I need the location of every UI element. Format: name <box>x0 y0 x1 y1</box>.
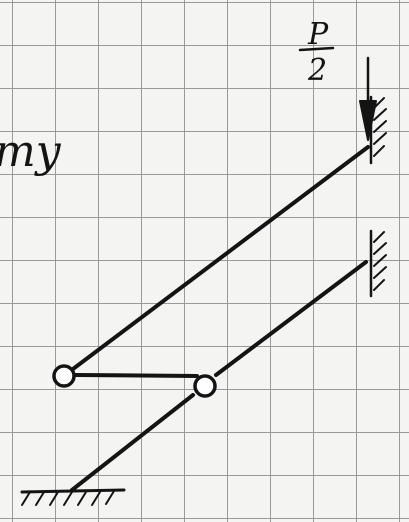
left-hinge <box>52 364 76 388</box>
lower-inclined-bar-lower-segment <box>70 393 195 492</box>
load-label-numerator: P <box>307 17 329 52</box>
load-fraction-bar <box>298 46 335 52</box>
side-text-fragment: my <box>0 126 62 177</box>
upper-roller-support <box>369 95 387 165</box>
lower-inclined-bar-upper-segment <box>214 260 368 377</box>
lower-roller-support <box>369 229 387 298</box>
load-arrow <box>359 56 377 141</box>
upper-inclined-bar <box>67 145 370 374</box>
load-label-denominator: 2 <box>307 53 327 88</box>
fixed-ground-support <box>20 488 126 506</box>
middle-hinge <box>193 374 217 398</box>
horizontal-link-bar <box>74 373 199 378</box>
